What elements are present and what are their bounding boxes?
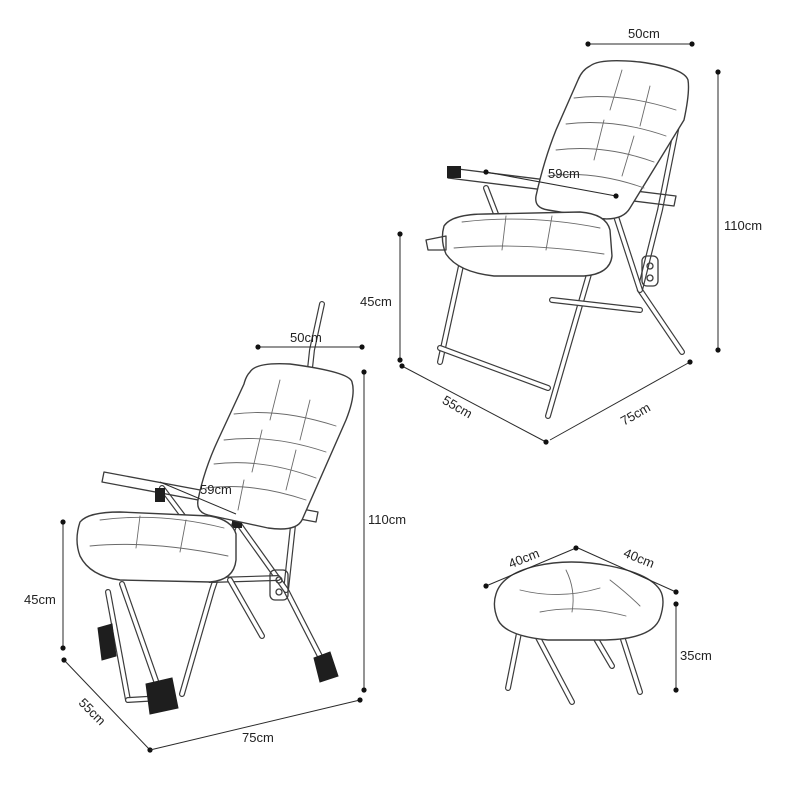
ottoman-cushion bbox=[493, 561, 664, 641]
ottoman: 40cm 40cm 35cm bbox=[483, 545, 712, 705]
chair-back-dimensions: 50cm 110cm 45cm 55cm 75cm 59cm bbox=[360, 26, 762, 445]
side-label: 55cm bbox=[76, 695, 109, 728]
width-label: 50cm bbox=[628, 26, 660, 41]
chair-back: 50cm 110cm 45cm 55cm 75cm 59cm bbox=[360, 26, 762, 445]
ottoman-depth-label: 40cm bbox=[622, 545, 657, 571]
chair-front-backrest bbox=[197, 362, 354, 530]
width-label: 50cm bbox=[290, 330, 322, 345]
length-dim-line bbox=[149, 699, 361, 751]
seat-height-label: 45cm bbox=[360, 294, 392, 309]
ottoman-height-label: 35cm bbox=[680, 648, 712, 663]
side-dim-line bbox=[401, 365, 547, 443]
depth-label: 59cm bbox=[200, 482, 232, 497]
chair-back-hinge-icon bbox=[641, 255, 659, 287]
armrest-joint-icon bbox=[155, 488, 165, 502]
length-label: 75cm bbox=[242, 730, 274, 745]
chair-foot-icon bbox=[313, 651, 339, 683]
chair-front-feet bbox=[97, 623, 339, 715]
length-label: 75cm bbox=[618, 400, 653, 429]
side-label: 55cm bbox=[440, 392, 475, 421]
chair-back-backrest bbox=[535, 59, 690, 220]
chair-back-frame bbox=[437, 87, 687, 419]
side-dim-line bbox=[63, 659, 151, 751]
depth-dim-line bbox=[485, 171, 617, 197]
chair-foot-icon bbox=[97, 623, 117, 661]
length-dim-line bbox=[549, 361, 691, 441]
chair-front-hinge-icon bbox=[269, 569, 289, 601]
chair-front-frame bbox=[105, 301, 329, 703]
depth-dim-line bbox=[159, 481, 237, 515]
height-label: 110cm bbox=[724, 218, 762, 233]
ottoman-depth-dim-line bbox=[577, 547, 677, 593]
depth-label: 59cm bbox=[548, 166, 580, 181]
ottoman-width-dim-line bbox=[485, 547, 577, 587]
seat-height-label: 45cm bbox=[24, 592, 56, 607]
armrest-grip-icon bbox=[447, 166, 461, 178]
chair-back-seat bbox=[425, 211, 613, 277]
chair-front-dimensions: 50cm 110cm 45cm 55cm 75cm 59cm bbox=[24, 330, 406, 753]
chair-foot-icon bbox=[145, 677, 179, 715]
height-label: 110cm bbox=[368, 512, 406, 527]
chair-front-seat bbox=[76, 511, 237, 583]
chair-front: 50cm 110cm 45cm 55cm 75cm 59cm bbox=[24, 301, 406, 753]
